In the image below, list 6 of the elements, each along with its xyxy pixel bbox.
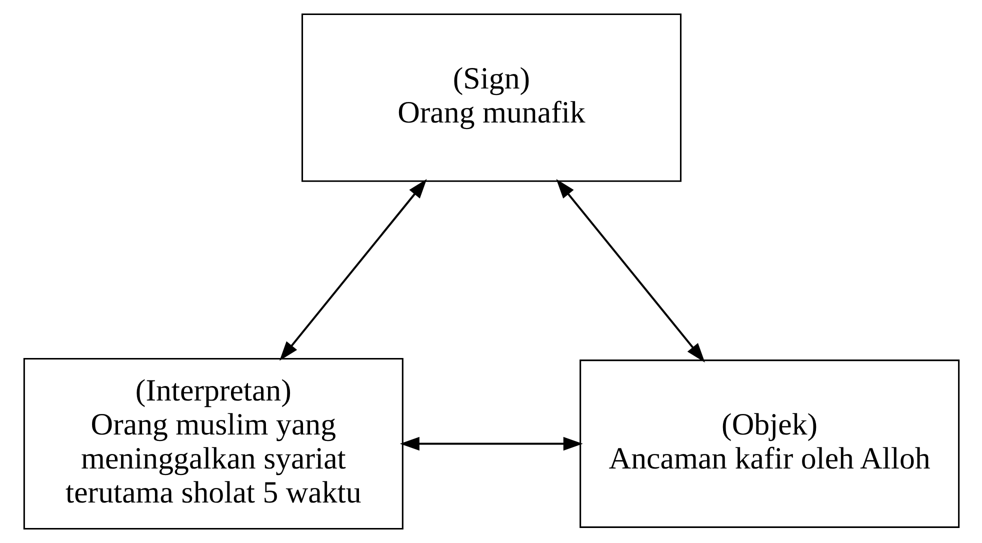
- arrow: [399, 436, 582, 451]
- arrow: [556, 179, 704, 362]
- arrow: [279, 179, 426, 361]
- node-box: (Interpretan) Orang muslim yang meninggalkan syariat terutama sholat 5 waktu: [22, 358, 403, 530]
- node-box: (Objek) Ancaman kafir oleh Alloh: [579, 360, 960, 528]
- node-box: (Sign) Orang munafik: [300, 14, 682, 182]
